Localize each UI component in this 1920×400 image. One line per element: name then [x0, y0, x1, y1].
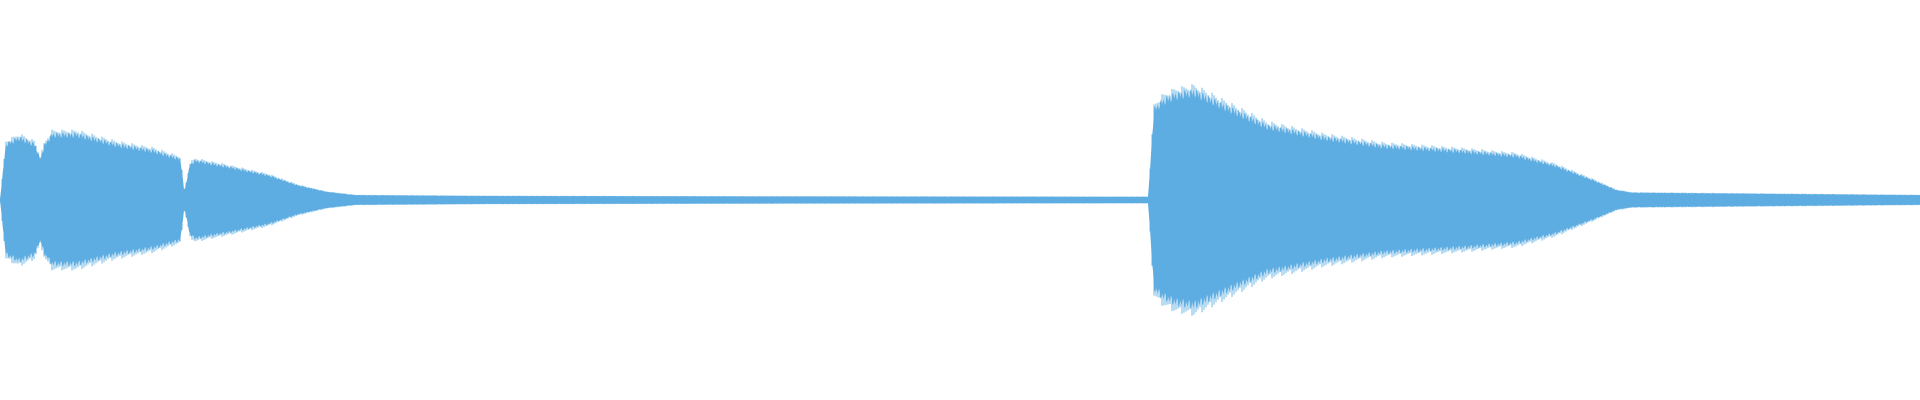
waveform-samples	[0, 84, 1920, 316]
